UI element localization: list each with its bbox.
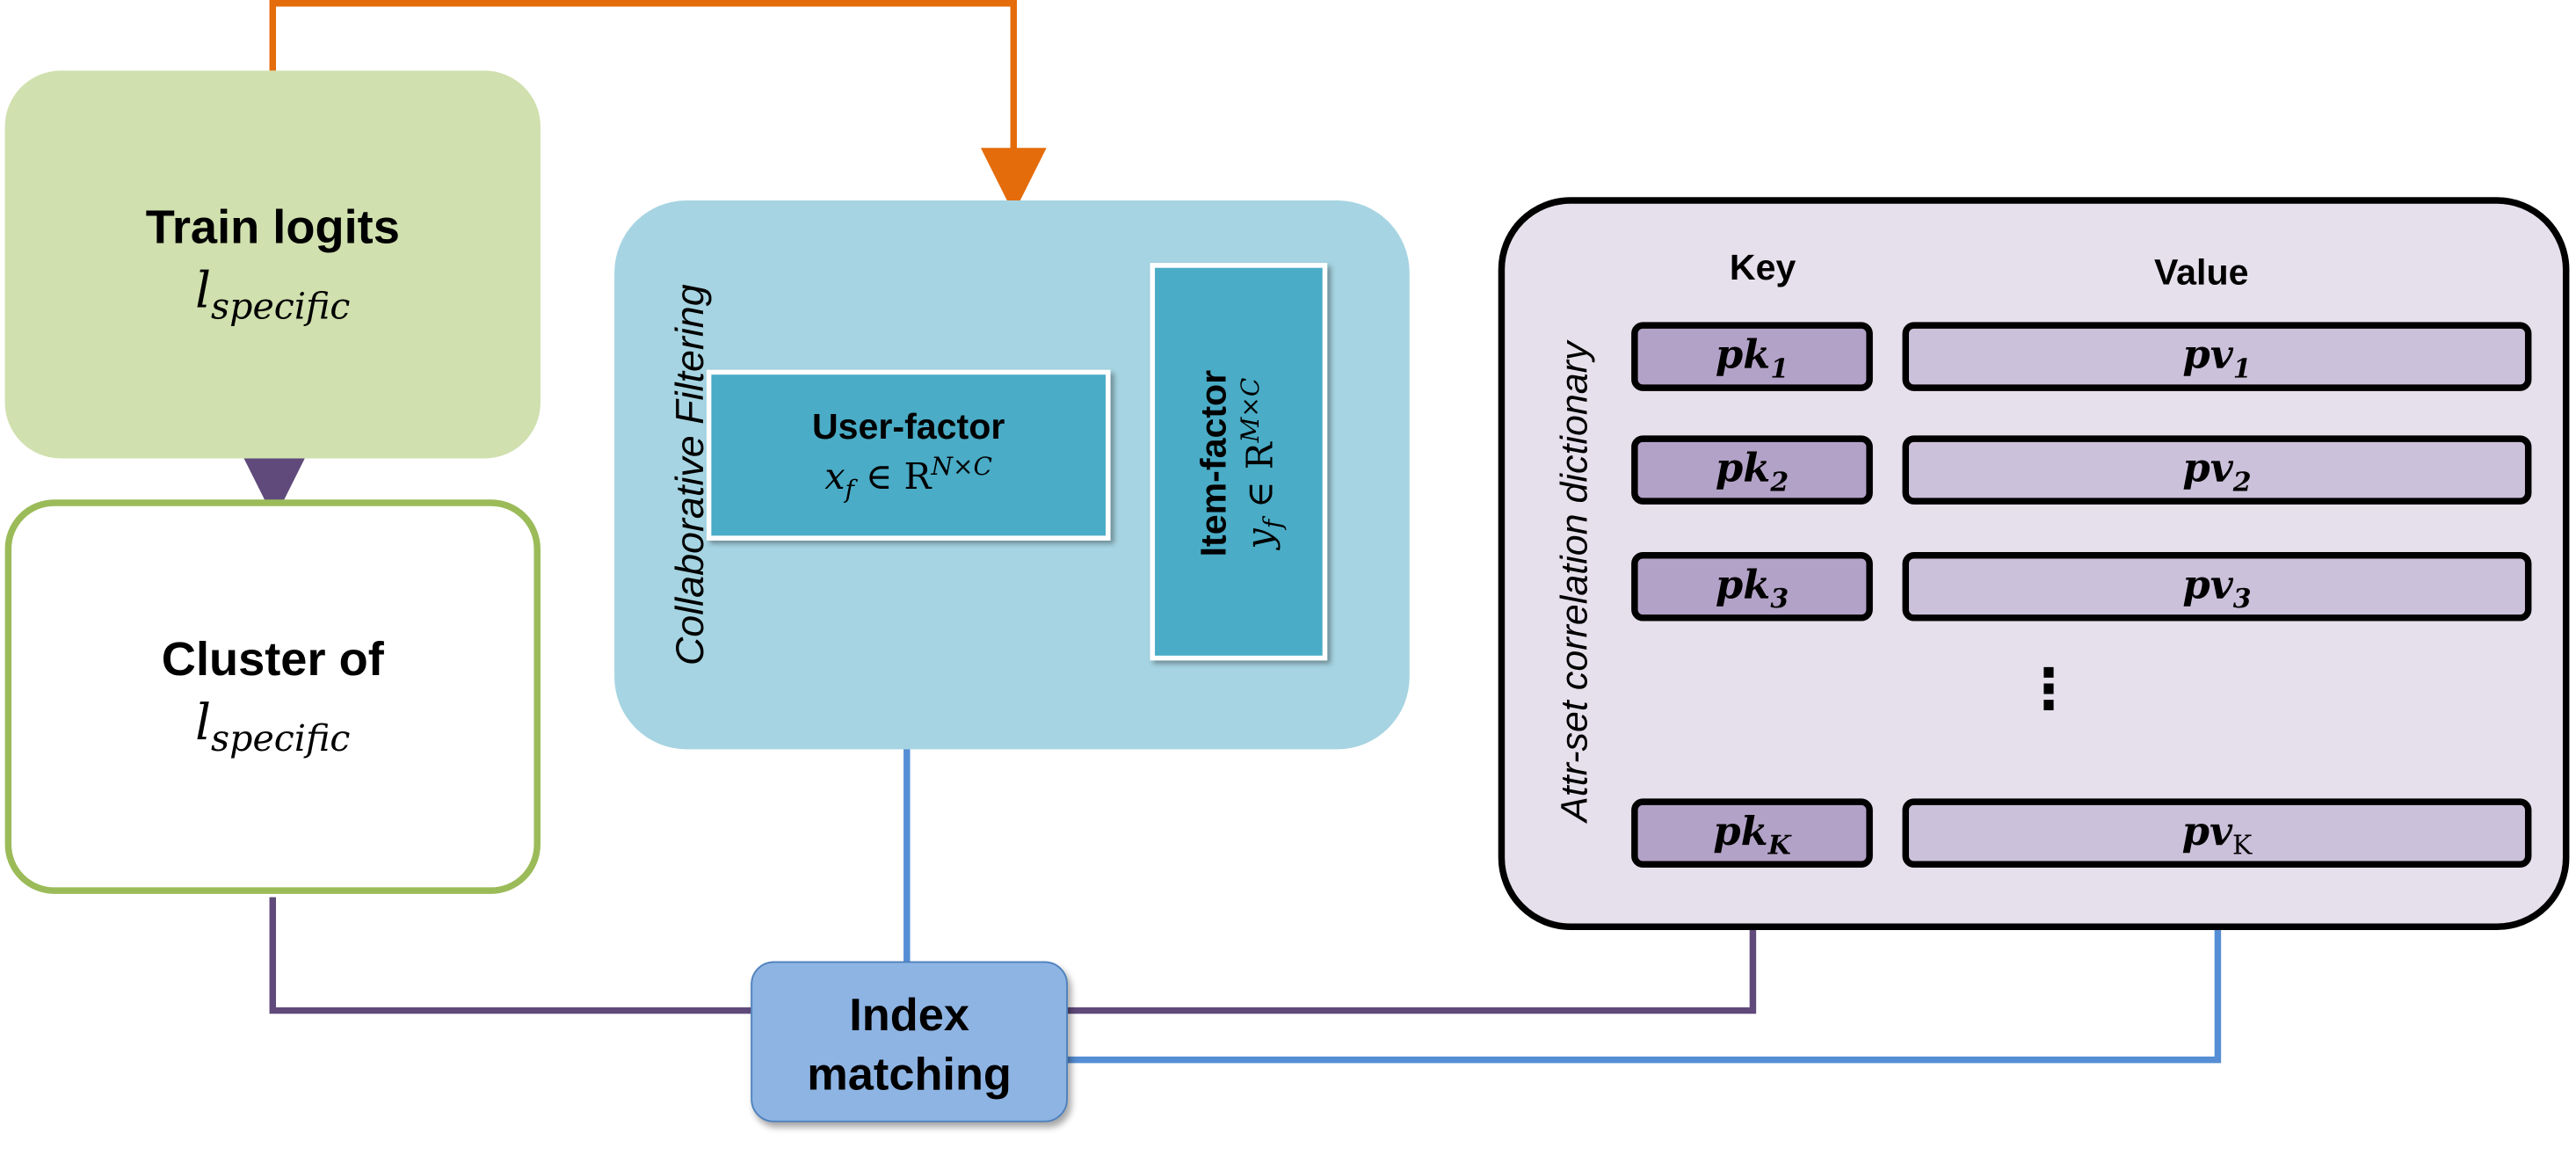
key-cell-3-text: pk3 <box>1716 560 1789 614</box>
user-factor-box: User-factor xf ∈ RN×C <box>706 369 1111 541</box>
train-logits-box: Train logits lspecific <box>4 70 541 459</box>
value-cell-3-text: pv3 <box>2182 560 2251 614</box>
user-factor-set: ∈ R <box>866 457 932 499</box>
value-header: Value <box>2153 251 2249 293</box>
key-3-base: pk <box>1715 559 1771 607</box>
train-logits-symbol: lspecific <box>195 262 350 328</box>
value-k-base: pv <box>2181 806 2233 854</box>
cluster-symbol: lspecific <box>195 694 350 760</box>
value-k-sub: K <box>2232 828 2253 861</box>
index-matching-line2: matching <box>807 1048 1012 1100</box>
key-k-base: pk <box>1713 806 1768 854</box>
user-factor-formula: xf ∈ RN×C <box>824 452 992 504</box>
index-matching-box: Index matching <box>751 961 1068 1123</box>
key-2-sub: 2 <box>1770 465 1789 498</box>
train-logits-symbol-base: l <box>195 262 212 320</box>
value-cell-k: pvK <box>1902 798 2532 868</box>
key-cell-2: pk2 <box>1631 435 1873 505</box>
key-cell-1-text: pk1 <box>1716 330 1789 383</box>
key-k-sub: K <box>1767 828 1791 861</box>
key-cell-k: pkK <box>1631 798 1873 868</box>
train-logits-symbol-sub: specific <box>211 287 351 328</box>
key-cell-1: pk1 <box>1631 322 1873 391</box>
value-cell-2-text: pv2 <box>2182 443 2251 497</box>
cluster-symbol-sub: specific <box>211 718 351 760</box>
rows-ellipsis: ⋮ <box>2021 657 2077 723</box>
value-1-sub: 1 <box>2232 352 2252 384</box>
cluster-title: Cluster of <box>161 633 384 687</box>
key-2-base: pk <box>1715 442 1771 491</box>
value-2-sub: 2 <box>2232 465 2252 498</box>
value-2-base: pv <box>2182 442 2233 491</box>
item-factor-set: ∈ R <box>1241 442 1282 508</box>
user-factor-sup: N×C <box>931 452 992 482</box>
item-factor-var: y <box>1241 528 1282 549</box>
item-factor-formula: yf ∈ RM×C <box>1236 378 1288 549</box>
value-3-sub: 3 <box>2232 582 2252 614</box>
item-factor-title: Item-factor <box>1193 369 1235 557</box>
item-factor-box: Item-factor yf ∈ RM×C <box>1150 263 1328 661</box>
value-cell-3: pv3 <box>1902 552 2532 621</box>
index-matching-line1: Index <box>849 988 969 1040</box>
key-1-base: pk <box>1715 329 1771 378</box>
key-cell-k-text: pkK <box>1713 806 1790 860</box>
value-cell-k-text: pvK <box>2182 806 2253 860</box>
key-cell-3: pk3 <box>1631 552 1873 621</box>
train-logits-title: Train logits <box>145 200 400 254</box>
user-factor-var: x <box>824 457 845 499</box>
item-factor-var-sub: f <box>1258 519 1288 529</box>
value-cell-2: pv2 <box>1902 435 2532 505</box>
cluster-symbol-base: l <box>195 694 212 752</box>
key-cell-2-text: pk2 <box>1716 443 1789 497</box>
key-header: Key <box>1729 246 1796 288</box>
key-3-sub: 3 <box>1770 582 1789 614</box>
cluster-box: Cluster of lspecific <box>4 499 541 894</box>
key-1-sub: 1 <box>1770 352 1789 384</box>
user-factor-var-sub: f <box>845 474 854 505</box>
value-cell-1-text: pv1 <box>2182 330 2251 383</box>
arrow-index-to-value <box>1067 851 2251 1064</box>
arrow-train-to-cf <box>269 0 1047 214</box>
dictionary-label: Attr-set correlation dictionary <box>1552 341 1595 822</box>
item-factor-content: Item-factor yf ∈ RM×C <box>1193 270 1288 658</box>
arrow-cluster-to-index <box>269 897 751 1014</box>
value-3-base: pv <box>2182 559 2233 607</box>
value-1-base: pv <box>2182 329 2233 378</box>
user-factor-title: User-factor <box>811 405 1005 447</box>
item-factor-sup: M×C <box>1235 377 1266 443</box>
value-cell-1: pv1 <box>1902 322 2532 391</box>
